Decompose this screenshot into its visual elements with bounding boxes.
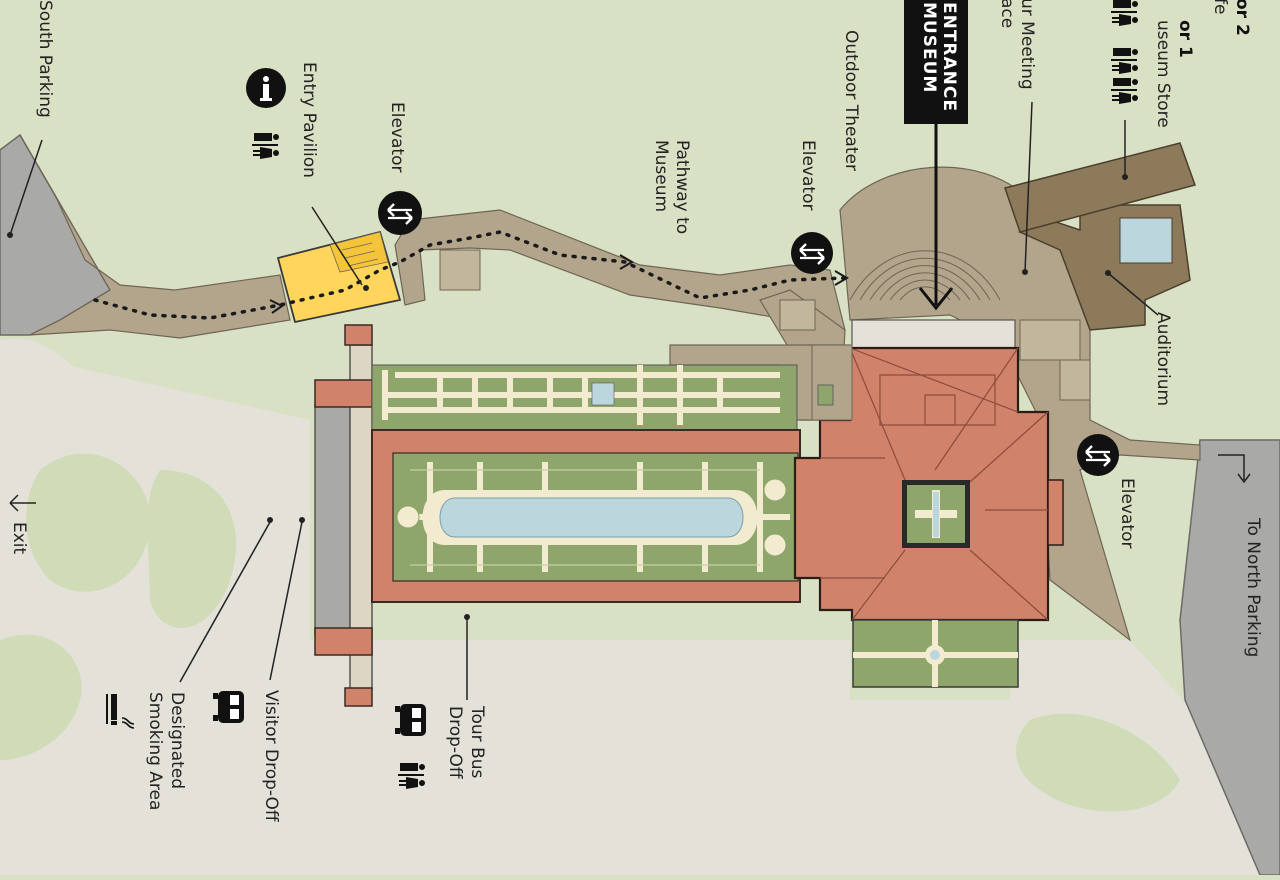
to-north-parking-label: To North Parking (1243, 517, 1263, 657)
restroom-icon (252, 133, 279, 159)
bus-icon (395, 704, 426, 736)
leader-lines (9, 101, 1159, 700)
information-icon (246, 68, 286, 108)
elevator-left-label: Elevator (387, 102, 407, 172)
museum-store-label: useum Store (1153, 20, 1173, 128)
exit-arrow-icon (9, 494, 36, 512)
entry-pavilion-label: Entry Pavilion (299, 62, 319, 178)
theater-connector (811, 344, 853, 421)
herb-garden-fountain (591, 382, 615, 406)
visitor-drop-off-label: Visitor Drop-Off (261, 690, 281, 823)
elevator-right-label: Elevator (1117, 478, 1137, 548)
restroom-icon (398, 763, 425, 789)
floor-1-label: or 1 (1175, 20, 1195, 58)
tour-meeting-line-1: ur Meeting (1017, 0, 1037, 90)
museum-entrance-line-1: MUSEUM (919, 2, 939, 93)
outdoor-theater-label: Outdoor Theater (841, 30, 861, 171)
entrance-arrow-icon (918, 124, 954, 311)
auditorium-label: Auditorium (1153, 312, 1173, 406)
south-facade (314, 324, 373, 707)
pathway-to-museum-line-2: Museum (651, 140, 671, 212)
elevator-center-label: Elevator (798, 140, 818, 210)
smoking-area-line-1: Designated (167, 692, 187, 789)
elevator-icon (1077, 434, 1119, 476)
herb-garden (371, 364, 798, 431)
tour-meeting-line-2: ace (997, 0, 1017, 28)
entry-pavilion-building (276, 230, 402, 324)
elevator-icon (791, 232, 833, 274)
tour-bus-line-2: Drop-Off (445, 706, 465, 780)
elevator-icon (378, 191, 422, 235)
auditorium-pool (1119, 217, 1173, 264)
connector-garden (817, 384, 834, 406)
smoking-area-line-2: Smoking Area (145, 692, 165, 810)
pathway-to-museum-line-1: Pathway to (672, 140, 692, 234)
north-parking-arrow-icon (1218, 454, 1251, 484)
north-garden (852, 619, 1019, 688)
tour-bus-line-1: Tour Bus (467, 705, 487, 779)
restroom-icon (1111, 0, 1138, 26)
main-museum-building (793, 319, 1064, 633)
walking-route (93, 230, 847, 320)
restroom-icon (1111, 48, 1138, 74)
leader-dots (7, 174, 1128, 620)
smoking-icon (106, 694, 135, 729)
exit-label: Exit (9, 522, 29, 555)
peristyle-garden (371, 429, 801, 603)
lawn-patches (0, 453, 1180, 812)
cafe-label: fe (1210, 0, 1230, 14)
museum-store-building (1004, 142, 1196, 233)
auditorium-wing (1004, 142, 1196, 331)
floor-2-label: or 2 (1232, 0, 1252, 36)
south-parking-label: South Parking (35, 0, 55, 118)
museum-entrance-line-2: ENTRANCE (939, 2, 959, 112)
stairs (439, 249, 1091, 401)
route-arrows (269, 254, 849, 314)
bus-icon (213, 691, 244, 723)
restroom-icon (1111, 78, 1138, 104)
museum-entrance-sign: MUSEUM ENTRANCE (904, 0, 968, 124)
